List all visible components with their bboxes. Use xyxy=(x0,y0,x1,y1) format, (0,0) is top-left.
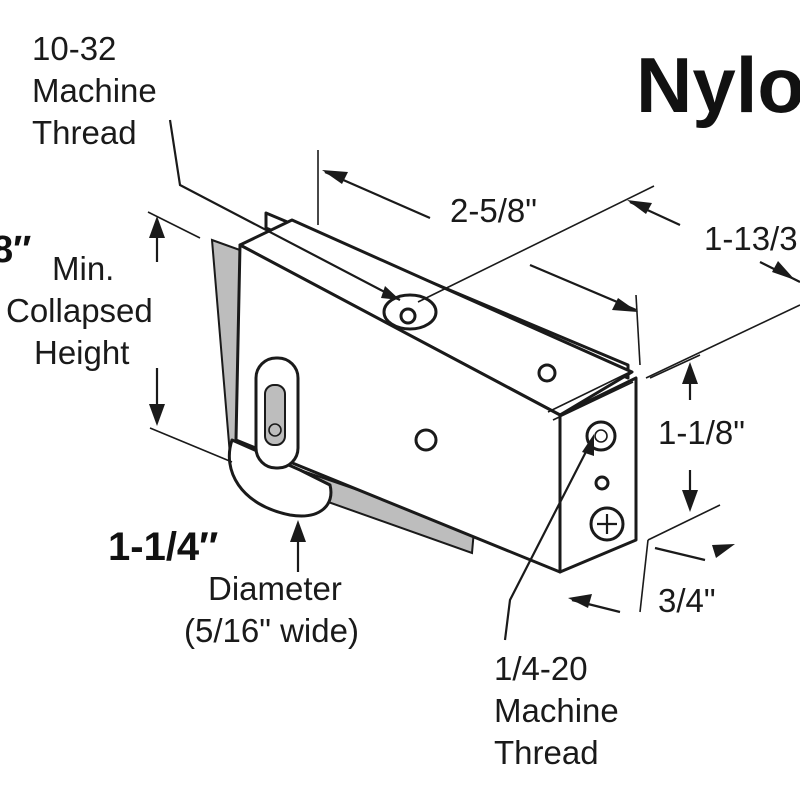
svg-text:Diameter: Diameter xyxy=(208,570,342,607)
svg-text:Collapsed: Collapsed xyxy=(6,292,153,329)
label-length: 2-5/8" xyxy=(450,192,537,229)
label-body-height: 1-1/8" xyxy=(658,414,745,451)
end-small-hole xyxy=(594,475,610,491)
label-collapsed-height: Min. Collapsed Height xyxy=(6,250,153,371)
label-bottom-thread: 1/4-20 Machine Thread xyxy=(494,650,619,771)
wheel-slot-opening xyxy=(264,384,286,446)
svg-text:Machine: Machine xyxy=(494,692,619,729)
svg-text:Height: Height xyxy=(34,334,129,371)
label-diameter: Diameter (5/16" wide) xyxy=(184,570,359,649)
dimension-lines xyxy=(147,119,800,641)
svg-text:1/4-20: 1/4-20 xyxy=(494,650,588,687)
svg-text:Thread: Thread xyxy=(32,114,137,151)
label-top-thread: 10-32 Machine Thread xyxy=(32,30,157,151)
label-depth: 1-13/3 xyxy=(704,220,798,257)
svg-text:Min.: Min. xyxy=(52,250,114,287)
roller-part-drawing xyxy=(210,211,638,574)
svg-text:Machine: Machine xyxy=(32,72,157,109)
label-width: 3/4" xyxy=(658,582,716,619)
label-collapsed-value: 8″ xyxy=(0,229,31,271)
side-hole xyxy=(414,428,438,452)
product-title: Nylo xyxy=(636,41,800,129)
small-top-hole xyxy=(537,363,557,383)
svg-text:(5/16" wide): (5/16" wide) xyxy=(184,612,359,649)
svg-text:10-32: 10-32 xyxy=(32,30,116,67)
nylon-wheel xyxy=(227,438,333,518)
svg-text:Thread: Thread xyxy=(494,734,599,771)
label-diameter-value: 1-1/4″ xyxy=(108,525,218,569)
